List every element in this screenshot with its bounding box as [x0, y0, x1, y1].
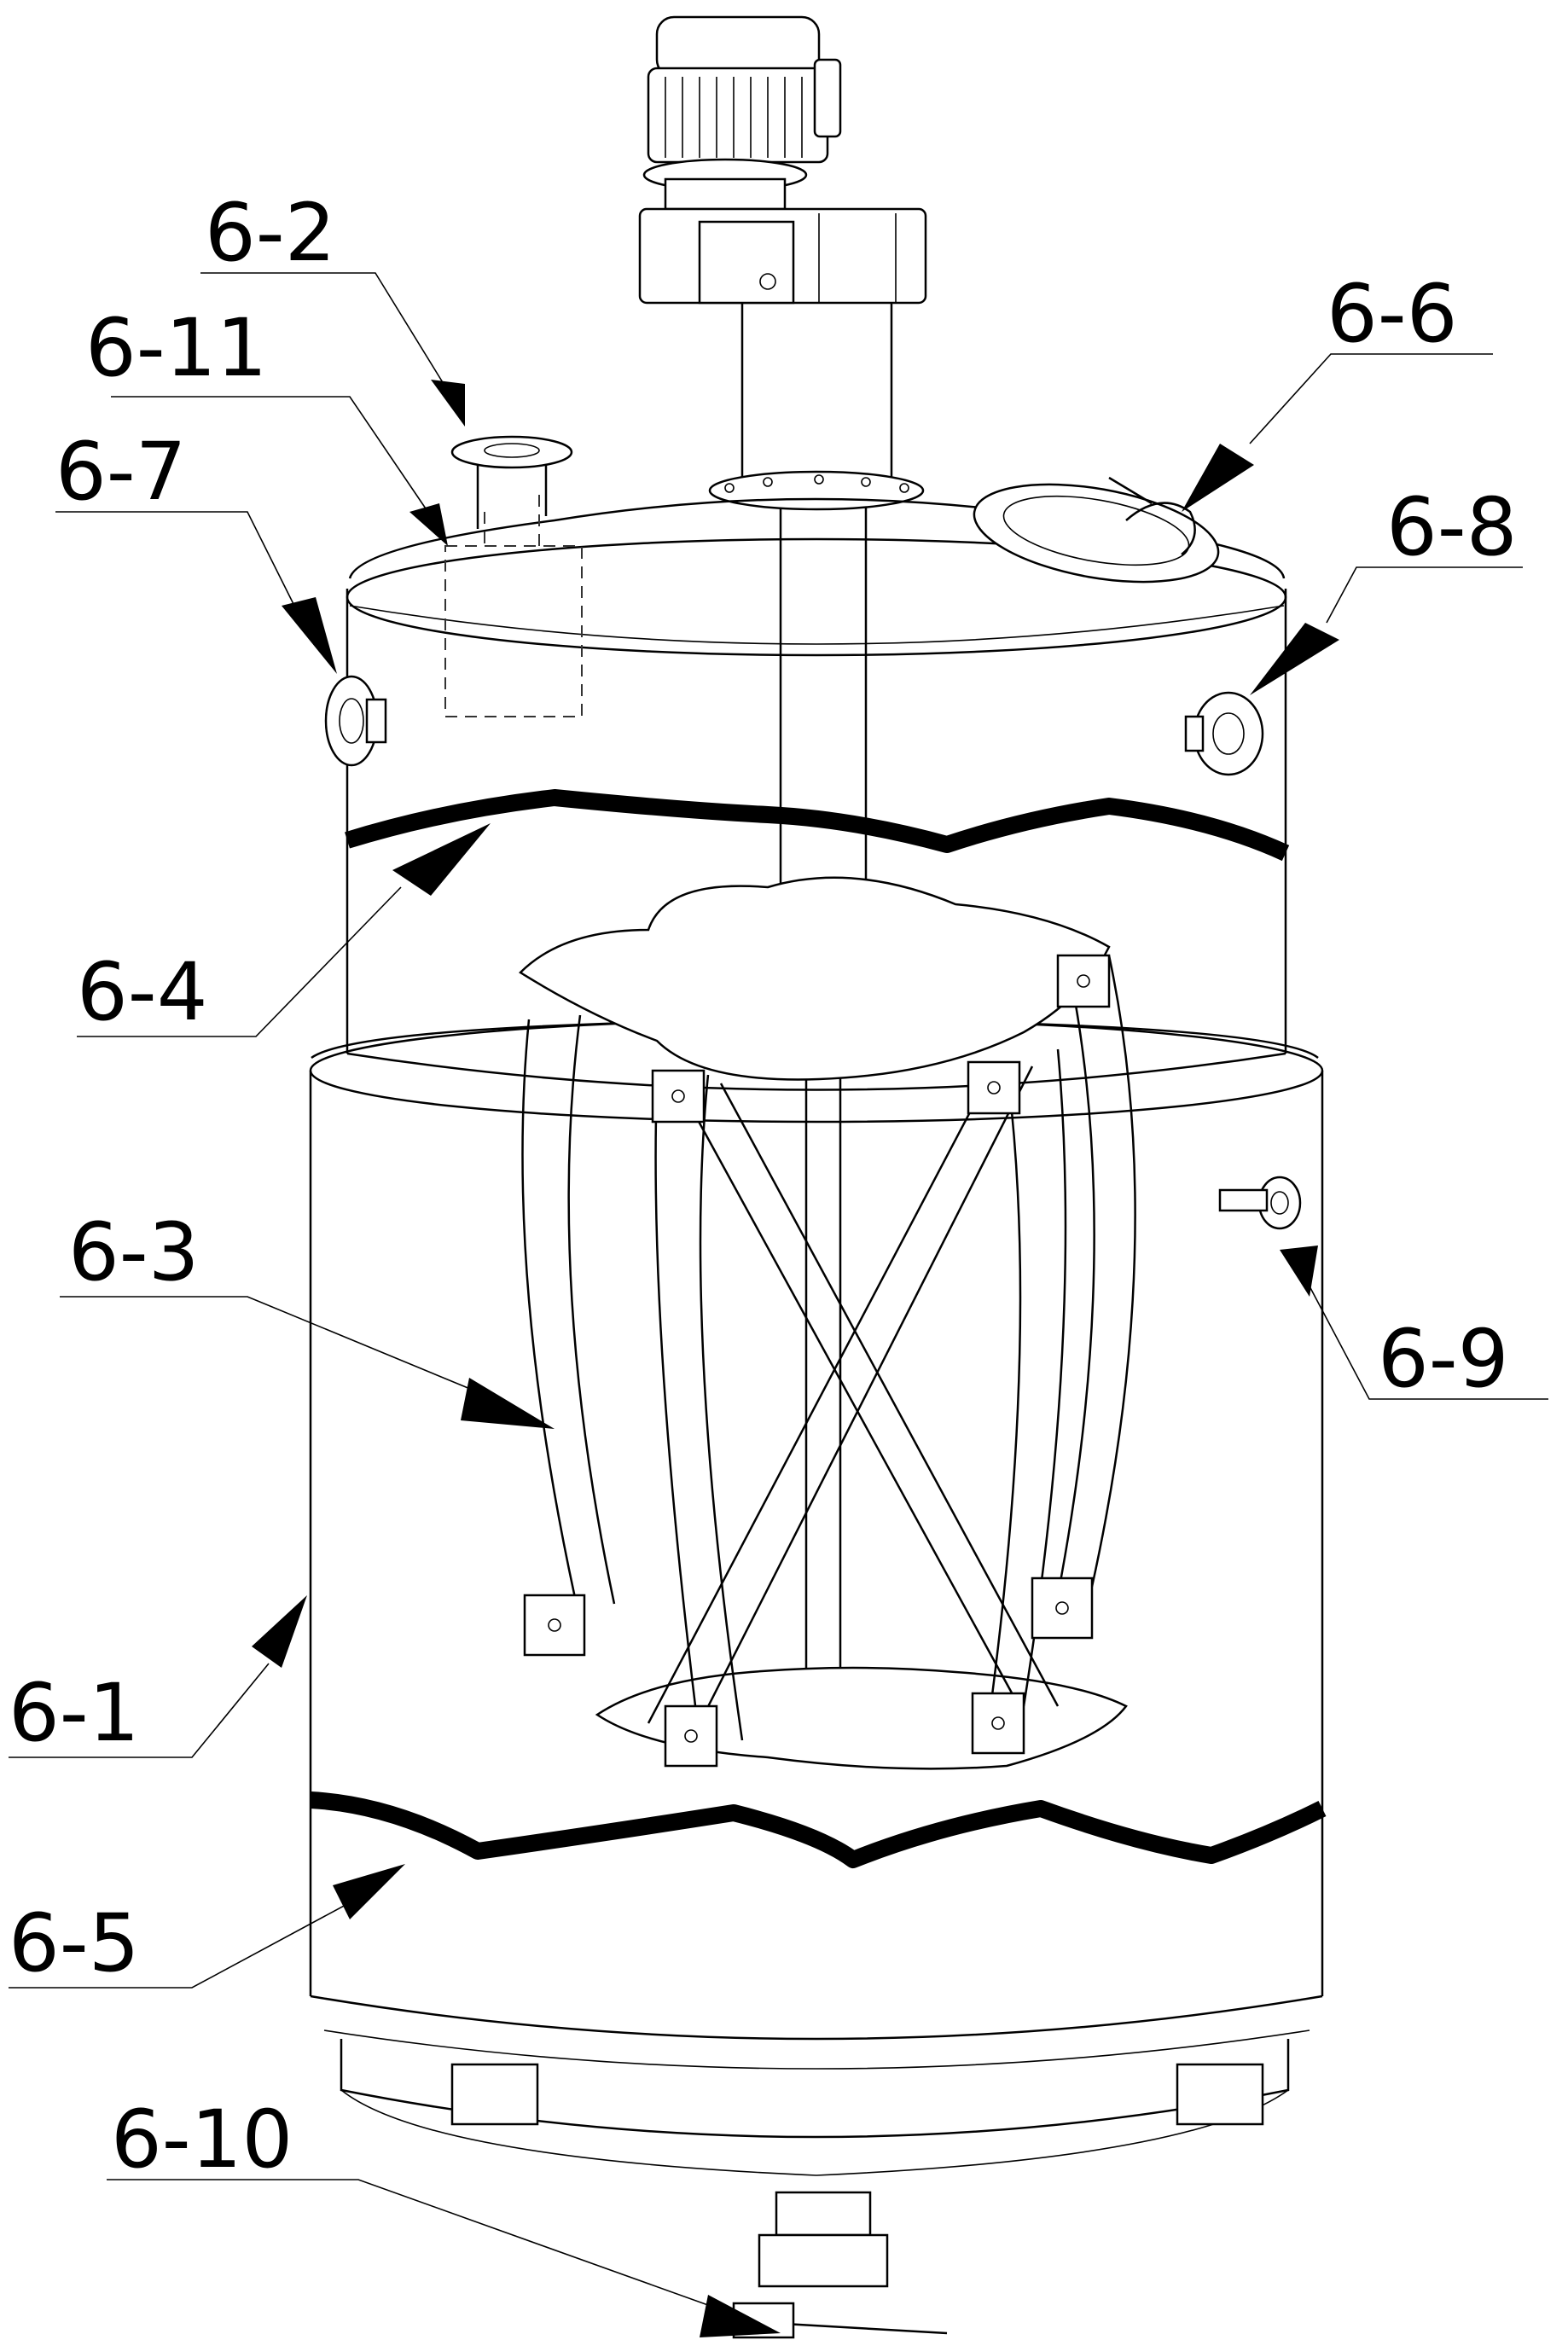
bottom-support: [340, 2039, 1290, 2176]
agitator-shaft: [779, 508, 868, 1698]
side-nozzle-6-8: [1184, 691, 1264, 776]
manhole-6-6: [973, 476, 1220, 584]
motor: [642, 15, 842, 211]
drain-valve-6-10: [724, 2191, 948, 2339]
dashed-inner-pipe: [444, 495, 583, 717]
top-nozzle-6-2: [450, 435, 573, 529]
break-band-6-4: [345, 789, 1290, 862]
outer-jacket-6-1: [309, 1018, 1324, 2070]
side-nozzle-6-9: [1218, 1176, 1302, 1230]
drive-column: [708, 303, 925, 511]
break-band-6-5: [310, 1791, 1327, 1868]
label-6-4: 6-4: [77, 946, 208, 1039]
label-6-7: 6-7: [55, 426, 187, 519]
side-nozzle-6-7: [324, 675, 387, 767]
label-6-5: 6-5: [9, 1897, 140, 1990]
label-6-9: 6-9: [1378, 1313, 1509, 1406]
leaders: [9, 272, 1548, 2337]
label-6-2: 6-2: [205, 187, 336, 280]
label-6-3: 6-3: [68, 1206, 200, 1299]
label-6-8: 6-8: [1386, 481, 1518, 574]
label-6-10: 6-10: [111, 2093, 293, 2186]
gearbox: [638, 207, 927, 305]
agitator-frame-6-3: [519, 876, 1136, 1770]
label-6-1: 6-1: [9, 1667, 140, 1760]
label-6-11: 6-11: [85, 302, 267, 395]
label-6-6: 6-6: [1327, 268, 1458, 361]
